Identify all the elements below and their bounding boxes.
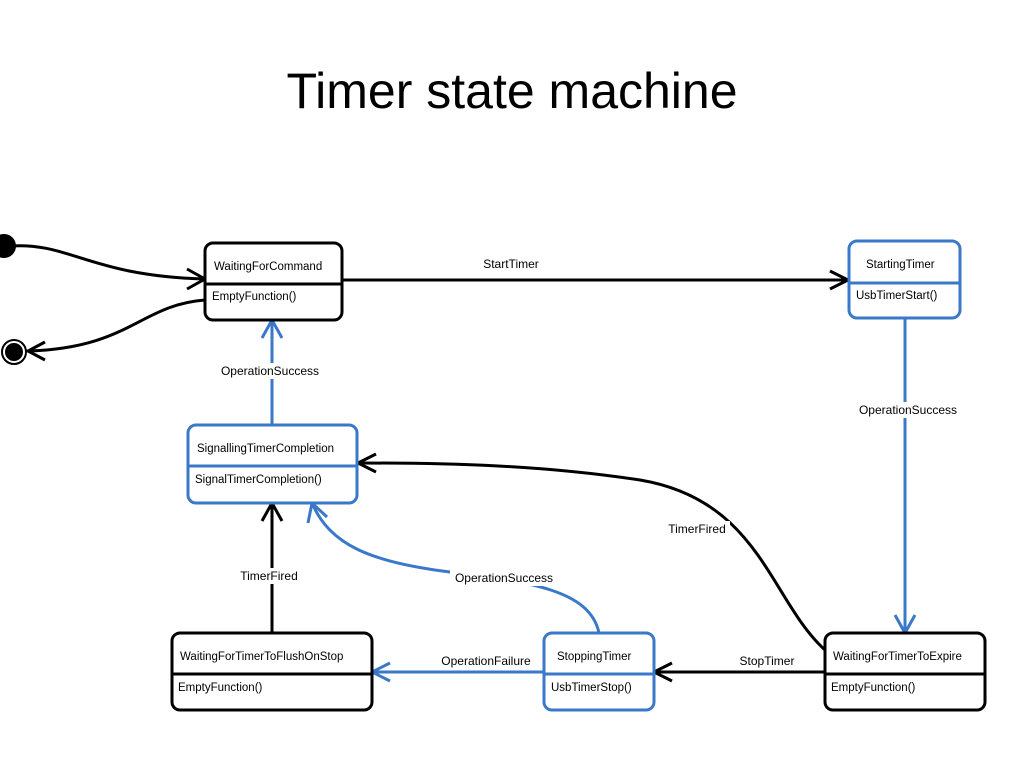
state-starting-timer[interactable]: StartingTimer UsbTimerStart()	[847, 239, 962, 320]
final-transition-arrowhead	[24, 340, 46, 362]
state-action: UsbTimerStop()	[551, 682, 632, 694]
slide-title: Timer state machine	[286, 63, 738, 119]
label-background	[664, 521, 730, 537]
label-background	[853, 402, 963, 418]
state-name: WaitingForTimerToExpire	[833, 651, 962, 663]
state-waiting-for-timer-to-expire[interactable]: WaitingForTimerToExpire EmptyFunction()	[823, 631, 987, 712]
transition-expire-fired-line	[357, 461, 827, 652]
transition-label-flush-timer-fired: TimerFired	[240, 569, 298, 583]
state-action: UsbTimerStart()	[856, 290, 938, 302]
transition-label-stopping-success: OperationSuccess	[455, 571, 553, 585]
state-box	[186, 423, 359, 505]
label-background	[236, 568, 306, 584]
state-box	[170, 631, 374, 712]
state-box	[203, 241, 344, 322]
state-box	[542, 631, 656, 712]
state-action: EmptyFunction()	[212, 291, 297, 303]
state-box	[847, 239, 962, 320]
state-name: WaitingForTimerToFlushOnStop	[180, 651, 343, 663]
transition-label-start-timer: StartTimer	[483, 257, 539, 271]
label-background	[215, 363, 325, 379]
transition-label-signalling-success: OperationSuccess	[221, 364, 319, 378]
transition-label-operation-failure: OperationFailure	[441, 654, 531, 668]
label-background	[450, 570, 558, 586]
transition-label-stop-timer: StopTimer	[740, 654, 795, 668]
state-signalling-timer-completion[interactable]: SignallingTimerCompletion SignalTimerCom…	[186, 423, 359, 505]
state-name: StoppingTimer	[557, 651, 632, 663]
state-name: WaitingForCommand	[214, 261, 322, 273]
state-waiting-for-command[interactable]: WaitingForCommand EmptyFunction()	[203, 241, 344, 322]
state-name: StartingTimer	[866, 259, 935, 271]
final-transition-line	[27, 298, 206, 353]
initial-transition-line	[9, 244, 206, 281]
state-waiting-for-timer-to-flush-on-stop[interactable]: WaitingForTimerToFlushOnStop EmptyFuncti…	[170, 631, 374, 712]
state-name: SignallingTimerCompletion	[197, 443, 334, 455]
state-box	[823, 631, 987, 712]
transition-stopping-success-line	[310, 502, 601, 634]
state-action: SignalTimerCompletion()	[195, 474, 322, 486]
state-action: EmptyFunction()	[178, 682, 263, 694]
state-stopping-timer[interactable]: StoppingTimer UsbTimerStop()	[542, 631, 656, 712]
transition-label-starting-success: OperationSuccess	[859, 403, 957, 417]
transition-label-expire-timer-fired: TimerFired	[668, 522, 726, 536]
initial-state-dot	[0, 234, 16, 258]
final-state-dot	[5, 343, 23, 361]
state-action: EmptyFunction()	[831, 682, 916, 694]
